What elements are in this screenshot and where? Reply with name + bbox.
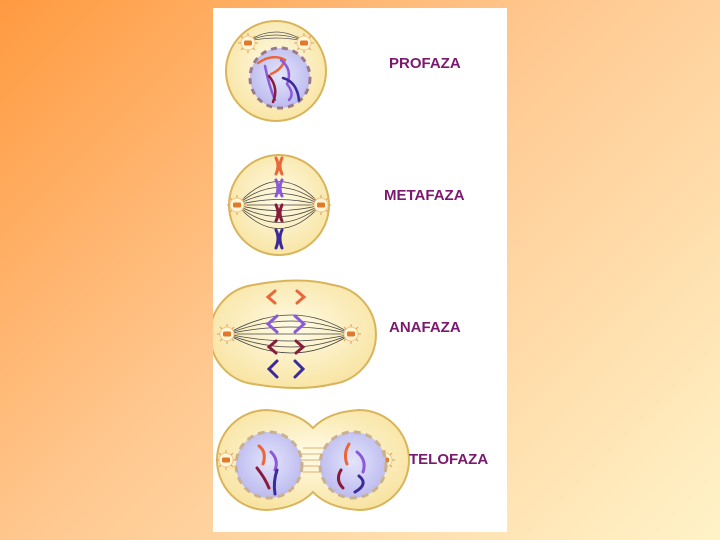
centriole-icon bbox=[226, 194, 248, 216]
centriole-icon bbox=[215, 449, 237, 471]
diagram-panel: PROFAZA METAFAZA ANAFAZA TELOFAZA bbox=[213, 8, 507, 532]
label-metaphase: METAFAZA bbox=[384, 187, 465, 204]
prophase-chromatin bbox=[256, 55, 301, 104]
label-anaphase: ANAFAZA bbox=[389, 319, 461, 336]
centriole-icon bbox=[340, 323, 362, 345]
centriole-icon bbox=[310, 194, 332, 216]
anaphase-cell bbox=[213, 279, 377, 389]
centriole-icon bbox=[216, 323, 238, 345]
anaphase-spindle bbox=[226, 314, 352, 354]
prophase-cell bbox=[225, 20, 327, 122]
mitosis-diagram bbox=[213, 20, 410, 512]
telophase-cell bbox=[215, 408, 410, 512]
metaphase-chromosomes bbox=[274, 156, 284, 250]
centriole-icon bbox=[237, 32, 259, 54]
label-prophase: PROFAZA bbox=[389, 55, 461, 72]
telophase-chromosomes-left bbox=[255, 444, 279, 496]
telophase-chromosomes-right bbox=[336, 442, 366, 494]
telophase-nucleus-left bbox=[234, 430, 304, 500]
prophase-nucleus bbox=[248, 46, 312, 110]
metaphase-cell bbox=[226, 154, 332, 256]
centriole-icon bbox=[293, 32, 315, 54]
anaphase-chromosomes bbox=[265, 289, 307, 379]
telophase-nucleus-right bbox=[318, 430, 388, 500]
label-telophase: TELOFAZA bbox=[409, 451, 489, 468]
